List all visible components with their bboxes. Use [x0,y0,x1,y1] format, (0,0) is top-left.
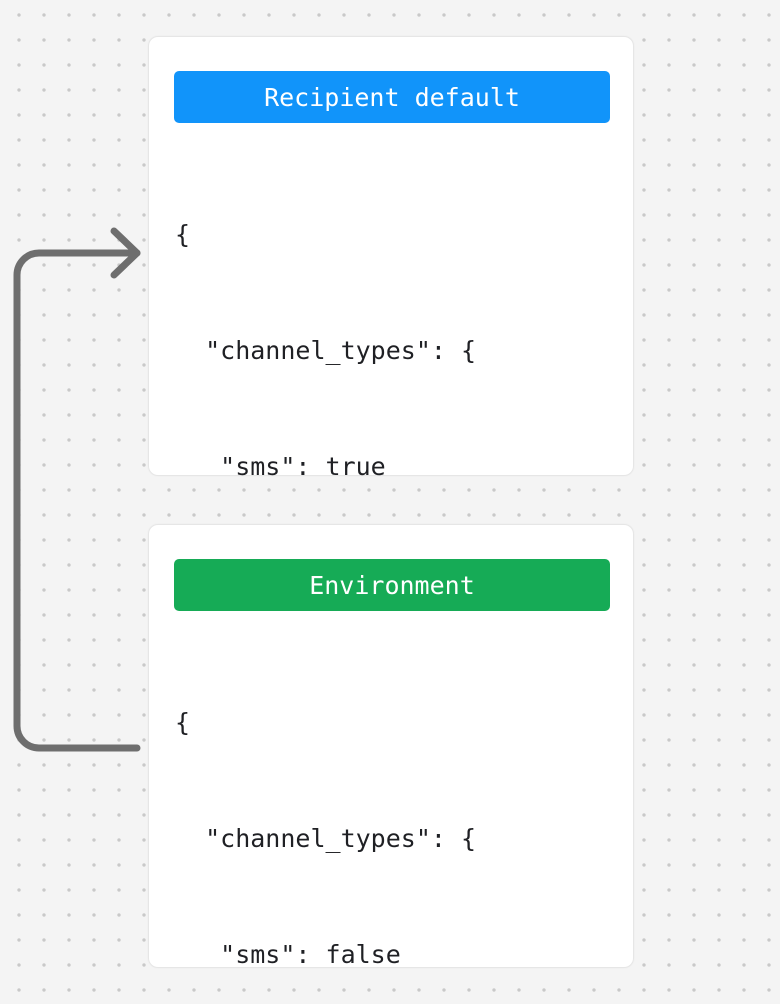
arrow-path [13,249,141,752]
card-header-recipient-default: Recipient default [174,71,610,123]
json-body-environment: { "channel_types": { "sms": false }, "ca… [175,627,623,1004]
card-header-environment: Environment [174,559,610,611]
card-environment[interactable]: Environment { "channel_types": { "sms": … [148,524,634,969]
json-line: { [175,220,191,250]
json-line: "channel_types": { [175,823,477,853]
json-line: { [175,708,191,738]
card-recipient-default[interactable]: Recipient default { "channel_types": { "… [148,36,634,944]
card-header-label: Environment [309,570,475,600]
arrow-head-icon [110,227,141,279]
json-line: "sms": true [175,451,386,481]
json-line: "sms": false [175,939,401,969]
json-line: "channel_types": { [175,335,477,365]
card-header-label: Recipient default [264,82,520,112]
